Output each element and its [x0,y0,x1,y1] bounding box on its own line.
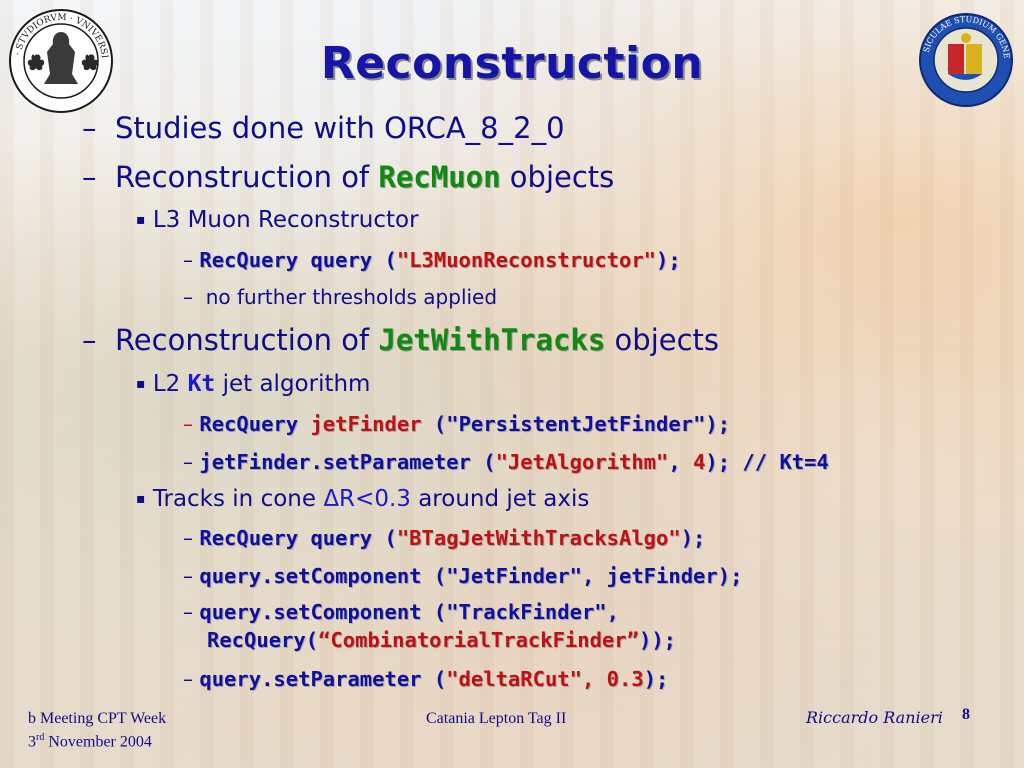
dash-bullet: – [82,323,97,357]
dash-bullet: – [183,450,193,474]
bullet-l3-muon: ▪ L3 Muon Reconstructor [136,207,419,233]
code-string: “CombinatorialTrackFinder” [318,628,639,652]
footer-date-suffix: rd [36,732,45,743]
code-number: 4 [693,450,706,474]
bullet-text-post: jet algorithm [215,371,371,397]
code-recmuon: RecMuon [378,160,501,194]
footer-date: 3rd November 2004 [28,732,152,751]
square-bullet: ▪ [136,491,146,507]
code-part: ); // Kt=4 [705,450,829,474]
code-part: query.setComponent ("TrackFinder", [199,600,619,624]
square-bullet: ▪ [136,376,146,392]
page-number: 8 [962,706,970,723]
code-line-jetfinder: – RecQuery jetFinder ("PersistentJetFind… [183,412,730,436]
bullet-text: L2 [152,371,188,397]
code-line-setparameter: – jetFinder.setParameter ("JetAlgorithm"… [183,450,829,474]
bullet-jetwithtracks: – Reconstruction of JetWithTracks object… [82,323,719,357]
code-part: RecQuery [199,412,311,436]
dash-bullet: – [183,600,193,624]
code-line-l3muon: – RecQuery query ("L3MuonReconstructor")… [183,248,681,272]
code-part: ); [656,248,681,272]
code-part: ("PersistentJetFinder"); [421,412,731,436]
footer-center: Catania Lepton Tag II [426,710,567,727]
code-part: ); [680,526,706,550]
code-part: RecQuery query ( [199,248,397,272]
bullet-text: Studies done with ORCA_8_2_0 [114,111,565,145]
code-string: "L3MuonReconstructor" [396,248,657,272]
footer-meeting: b Meeting CPT Week [28,710,167,727]
code-part: , [668,450,694,474]
code-part: query.setComponent ("JetFinder", jetFind… [199,564,743,588]
code-part: RecQuery query ( [199,526,397,550]
code-jetwithtracks: JetWithTracks [378,323,606,357]
code-part: jetFinder.setParameter ( [199,450,496,474]
bullet-text-post: objects [605,323,720,357]
code-line-setcomponent-jet: – query.setComponent ("JetFinder", jetFi… [183,564,742,588]
bullet-studies: – Studies done with ORCA_8_2_0 [82,111,565,145]
bullet-text: Tracks in cone [152,486,324,512]
dash-bullet: – [183,667,193,691]
code-part: query.setParameter ( [199,667,447,691]
code-part: RecQuery( [207,628,319,652]
code-line-setcomponent-track-cont: RecQuery(“CombinatorialTrackFinder”)); [207,628,676,652]
bullet-text: Reconstruction of [114,323,379,357]
code-string: "deltaRCut", 0.3 [446,667,644,691]
square-bullet: ▪ [136,212,146,228]
footer-date-rest: November 2004 [44,733,152,751]
bullet-text: no further thresholds applied [205,285,498,309]
dash-bullet: – [183,285,193,309]
dash-bullet: – [183,526,193,550]
slide-title: Reconstruction [320,38,704,89]
code-kt: Kt [187,371,216,397]
code-identifier: jetFinder [310,412,422,436]
bullet-l2-kt: ▪ L2 Kt jet algorithm [136,371,370,397]
university-seal-right-icon: SICULAE STUDIUM GENERALE [918,12,1013,107]
bullet-tracks-in-cone: ▪ Tracks in cone ΔR<0.3 around jet axis [136,486,589,512]
code-part: ); [643,667,669,691]
code-part: )); [639,628,677,652]
code-line-setcomponent-track: – query.setComponent ("TrackFinder", [183,600,619,624]
delta-r-cut: ΔR<0.3 [323,486,411,512]
bullet-text: Reconstruction of [114,160,379,194]
university-seal-left-icon: · STVDIORVM · VNIVERSITAS · [8,8,113,113]
dash-bullet: – [183,564,193,588]
dash-bullet: – [82,111,97,145]
bullet-text: L3 Muon Reconstructor [152,207,419,233]
bullet-text-post: objects [500,160,615,194]
dash-bullet: – [82,160,97,194]
code-string: "JetAlgorithm" [495,450,669,474]
bullet-recmuon: – Reconstruction of RecMuon objects [82,160,614,194]
code-line-deltarcut: – query.setParameter ("deltaRCut", 0.3); [183,667,668,691]
footer-author: Riccardo Ranieri [806,708,943,727]
dash-bullet: – [183,248,193,272]
bullet-no-thresholds: – no further thresholds applied [183,285,497,309]
code-line-btag: – RecQuery query ("BTagJetWithTracksAlgo… [183,526,705,550]
bullet-text-post: around jet axis [410,486,590,512]
footer-date-day: 3 [28,733,36,751]
dash-bullet: – [183,412,193,436]
code-string: "BTagJetWithTracksAlgo" [396,526,681,550]
